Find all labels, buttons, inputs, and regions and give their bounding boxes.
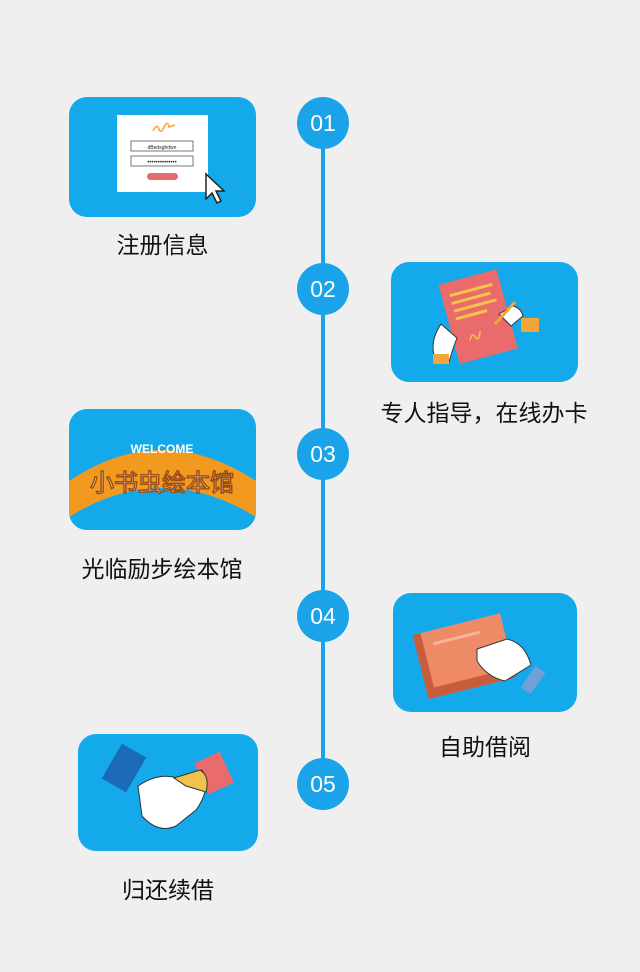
document-sign-illustration [432, 269, 539, 364]
register-card: dBedsghdwn •••••••••••••• [69, 97, 256, 217]
step-number-01: 01 [297, 97, 349, 149]
step-number-02: 02 [297, 263, 349, 315]
step-label-01: 注册信息 [116, 233, 209, 259]
step-number-04: 04 [297, 590, 349, 642]
step-label-03: 光临励步绘本馆 [81, 557, 243, 583]
return-card [78, 734, 258, 851]
form-field-username: dBedsghdwn [148, 145, 177, 151]
left-sleeve [101, 743, 147, 793]
step-number-05: 05 [297, 758, 349, 810]
handshake-illustration [101, 743, 234, 829]
guidance-card [391, 262, 578, 382]
welcome-banner-illustration: WELCOME 小书虫绘本馆 [69, 442, 256, 530]
step-label-02: 专人指导，在线办卡 [380, 401, 588, 427]
form-submit-button [147, 173, 178, 180]
signature-icon [152, 122, 176, 132]
pen-icon [493, 300, 517, 326]
welcome-text: WELCOME [131, 442, 194, 456]
library-name-text: 小书虫绘本馆 [90, 469, 234, 497]
form-field-password: •••••••••••••• [147, 160, 176, 166]
step-label-05: 归还续借 [122, 878, 214, 904]
step-number-03: 03 [297, 428, 349, 480]
cursor-icon [205, 172, 226, 205]
welcome-card: WELCOME 小书虫绘本馆 [69, 409, 256, 530]
borrow-card [393, 593, 577, 712]
book-illustration [412, 613, 546, 700]
hand-icon [476, 638, 532, 682]
register-form-illustration: dBedsghdwn •••••••••••••• [117, 115, 226, 205]
step-label-04: 自助借阅 [439, 735, 531, 761]
